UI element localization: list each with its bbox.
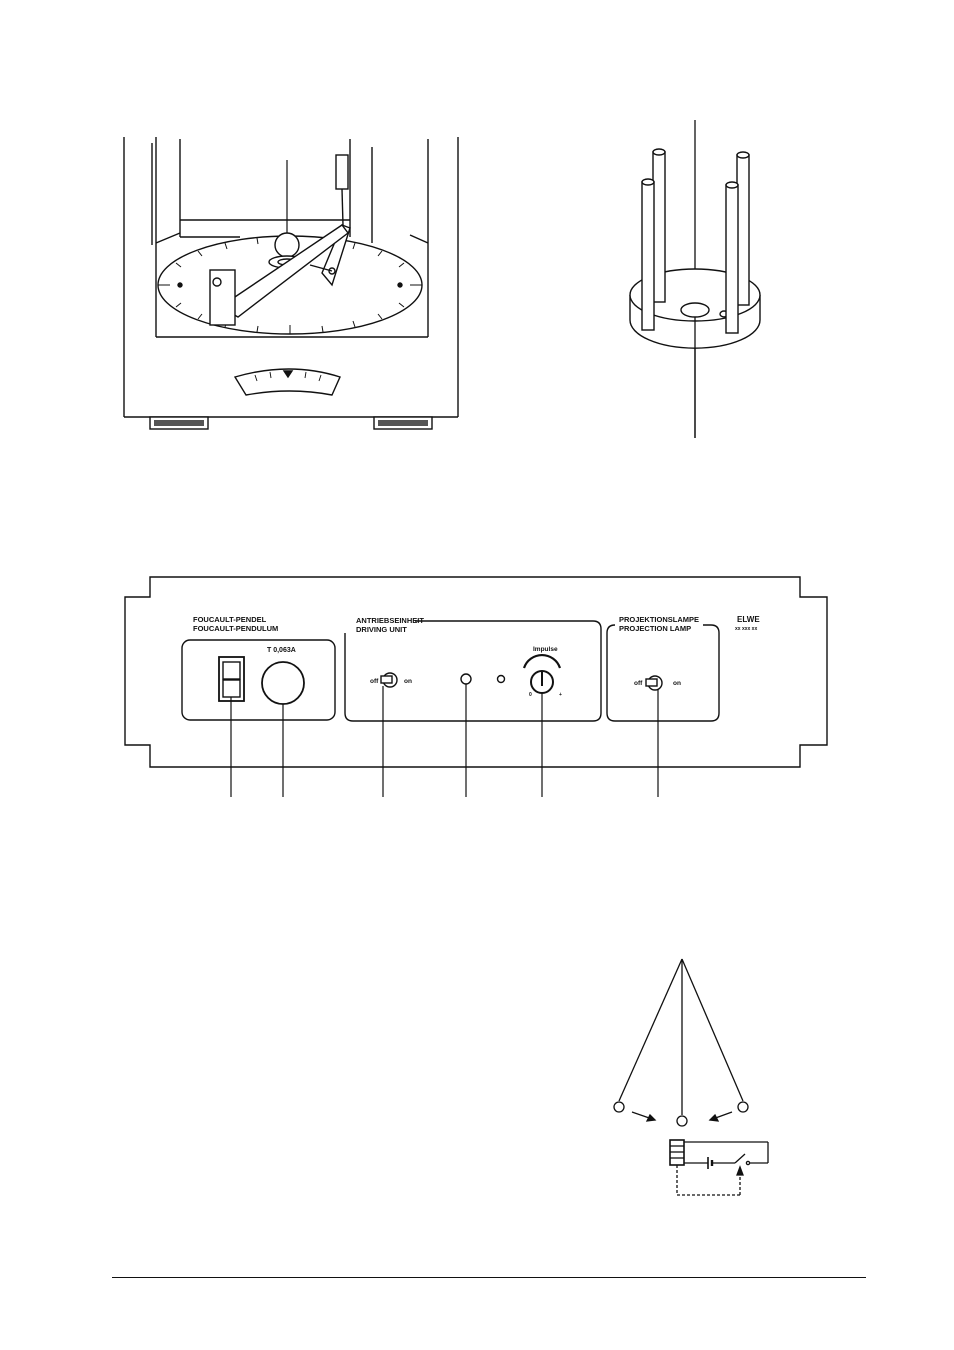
contact-switch xyxy=(735,1154,750,1165)
driving-title-de: ANTRIEBSEINHEIT xyxy=(356,616,424,625)
pendulum-section-box xyxy=(182,640,335,720)
rod-back-right xyxy=(737,152,749,305)
lamp-toggle-switch[interactable] xyxy=(646,676,662,690)
pendulum-bob xyxy=(269,160,305,268)
rod-holder-figure xyxy=(600,120,790,440)
lamp-section-box xyxy=(607,625,719,721)
knob-min-label: 0 xyxy=(529,692,532,698)
impulse-knob[interactable] xyxy=(524,655,560,693)
cabinet-feet xyxy=(150,417,432,429)
rod-front-right xyxy=(726,182,738,333)
brand-logo: ELWE xyxy=(737,615,760,624)
knob-max-label: + xyxy=(559,692,562,698)
circuit-wires xyxy=(684,1142,768,1163)
impulse-label: Impulse xyxy=(533,646,558,653)
power-rocker-switch[interactable] xyxy=(219,657,244,701)
driving-toggle-switch[interactable] xyxy=(381,673,397,687)
driving-title-en: DRIVING UNIT xyxy=(356,625,407,634)
lamp-on-label: on xyxy=(673,680,681,687)
rod-front-left xyxy=(642,179,654,330)
fuse-rating-label: T 0,063A xyxy=(267,647,296,654)
lamp-off-label: off xyxy=(634,680,643,687)
footer-rule xyxy=(112,1277,866,1278)
drive-circuit-figure xyxy=(600,945,780,1210)
feedback-arrow xyxy=(737,1167,743,1175)
pendulum-cabinet-figure xyxy=(110,125,470,445)
battery-symbol xyxy=(708,1157,712,1169)
catalog-number: xx xxx xx xyxy=(735,626,757,632)
driving-off-label: off xyxy=(370,678,379,685)
drive-coil xyxy=(670,1140,684,1165)
fuse-holder[interactable] xyxy=(262,662,304,704)
indicator-lamp-1 xyxy=(461,674,471,684)
driving-on-label: on xyxy=(404,678,412,685)
lamp-title-en: PROJECTION LAMP xyxy=(619,624,691,633)
pendulum-title-en: FOUCAULT-PENDULUM xyxy=(193,624,278,633)
indicator-lamp-2 xyxy=(498,676,505,683)
feedback-dashed-line xyxy=(677,1165,740,1195)
rod-back-left xyxy=(653,149,665,302)
control-panel-figure: FOUCAULT-PENDEL FOUCAULT-PENDULUM T 0,06… xyxy=(115,565,835,800)
scale-segment xyxy=(235,369,340,395)
pendulum-swing xyxy=(614,959,748,1126)
lamp-title-de: PROJEKTIONSLAMPE xyxy=(619,615,699,624)
pendulum-title-de: FOUCAULT-PENDEL xyxy=(193,615,267,624)
